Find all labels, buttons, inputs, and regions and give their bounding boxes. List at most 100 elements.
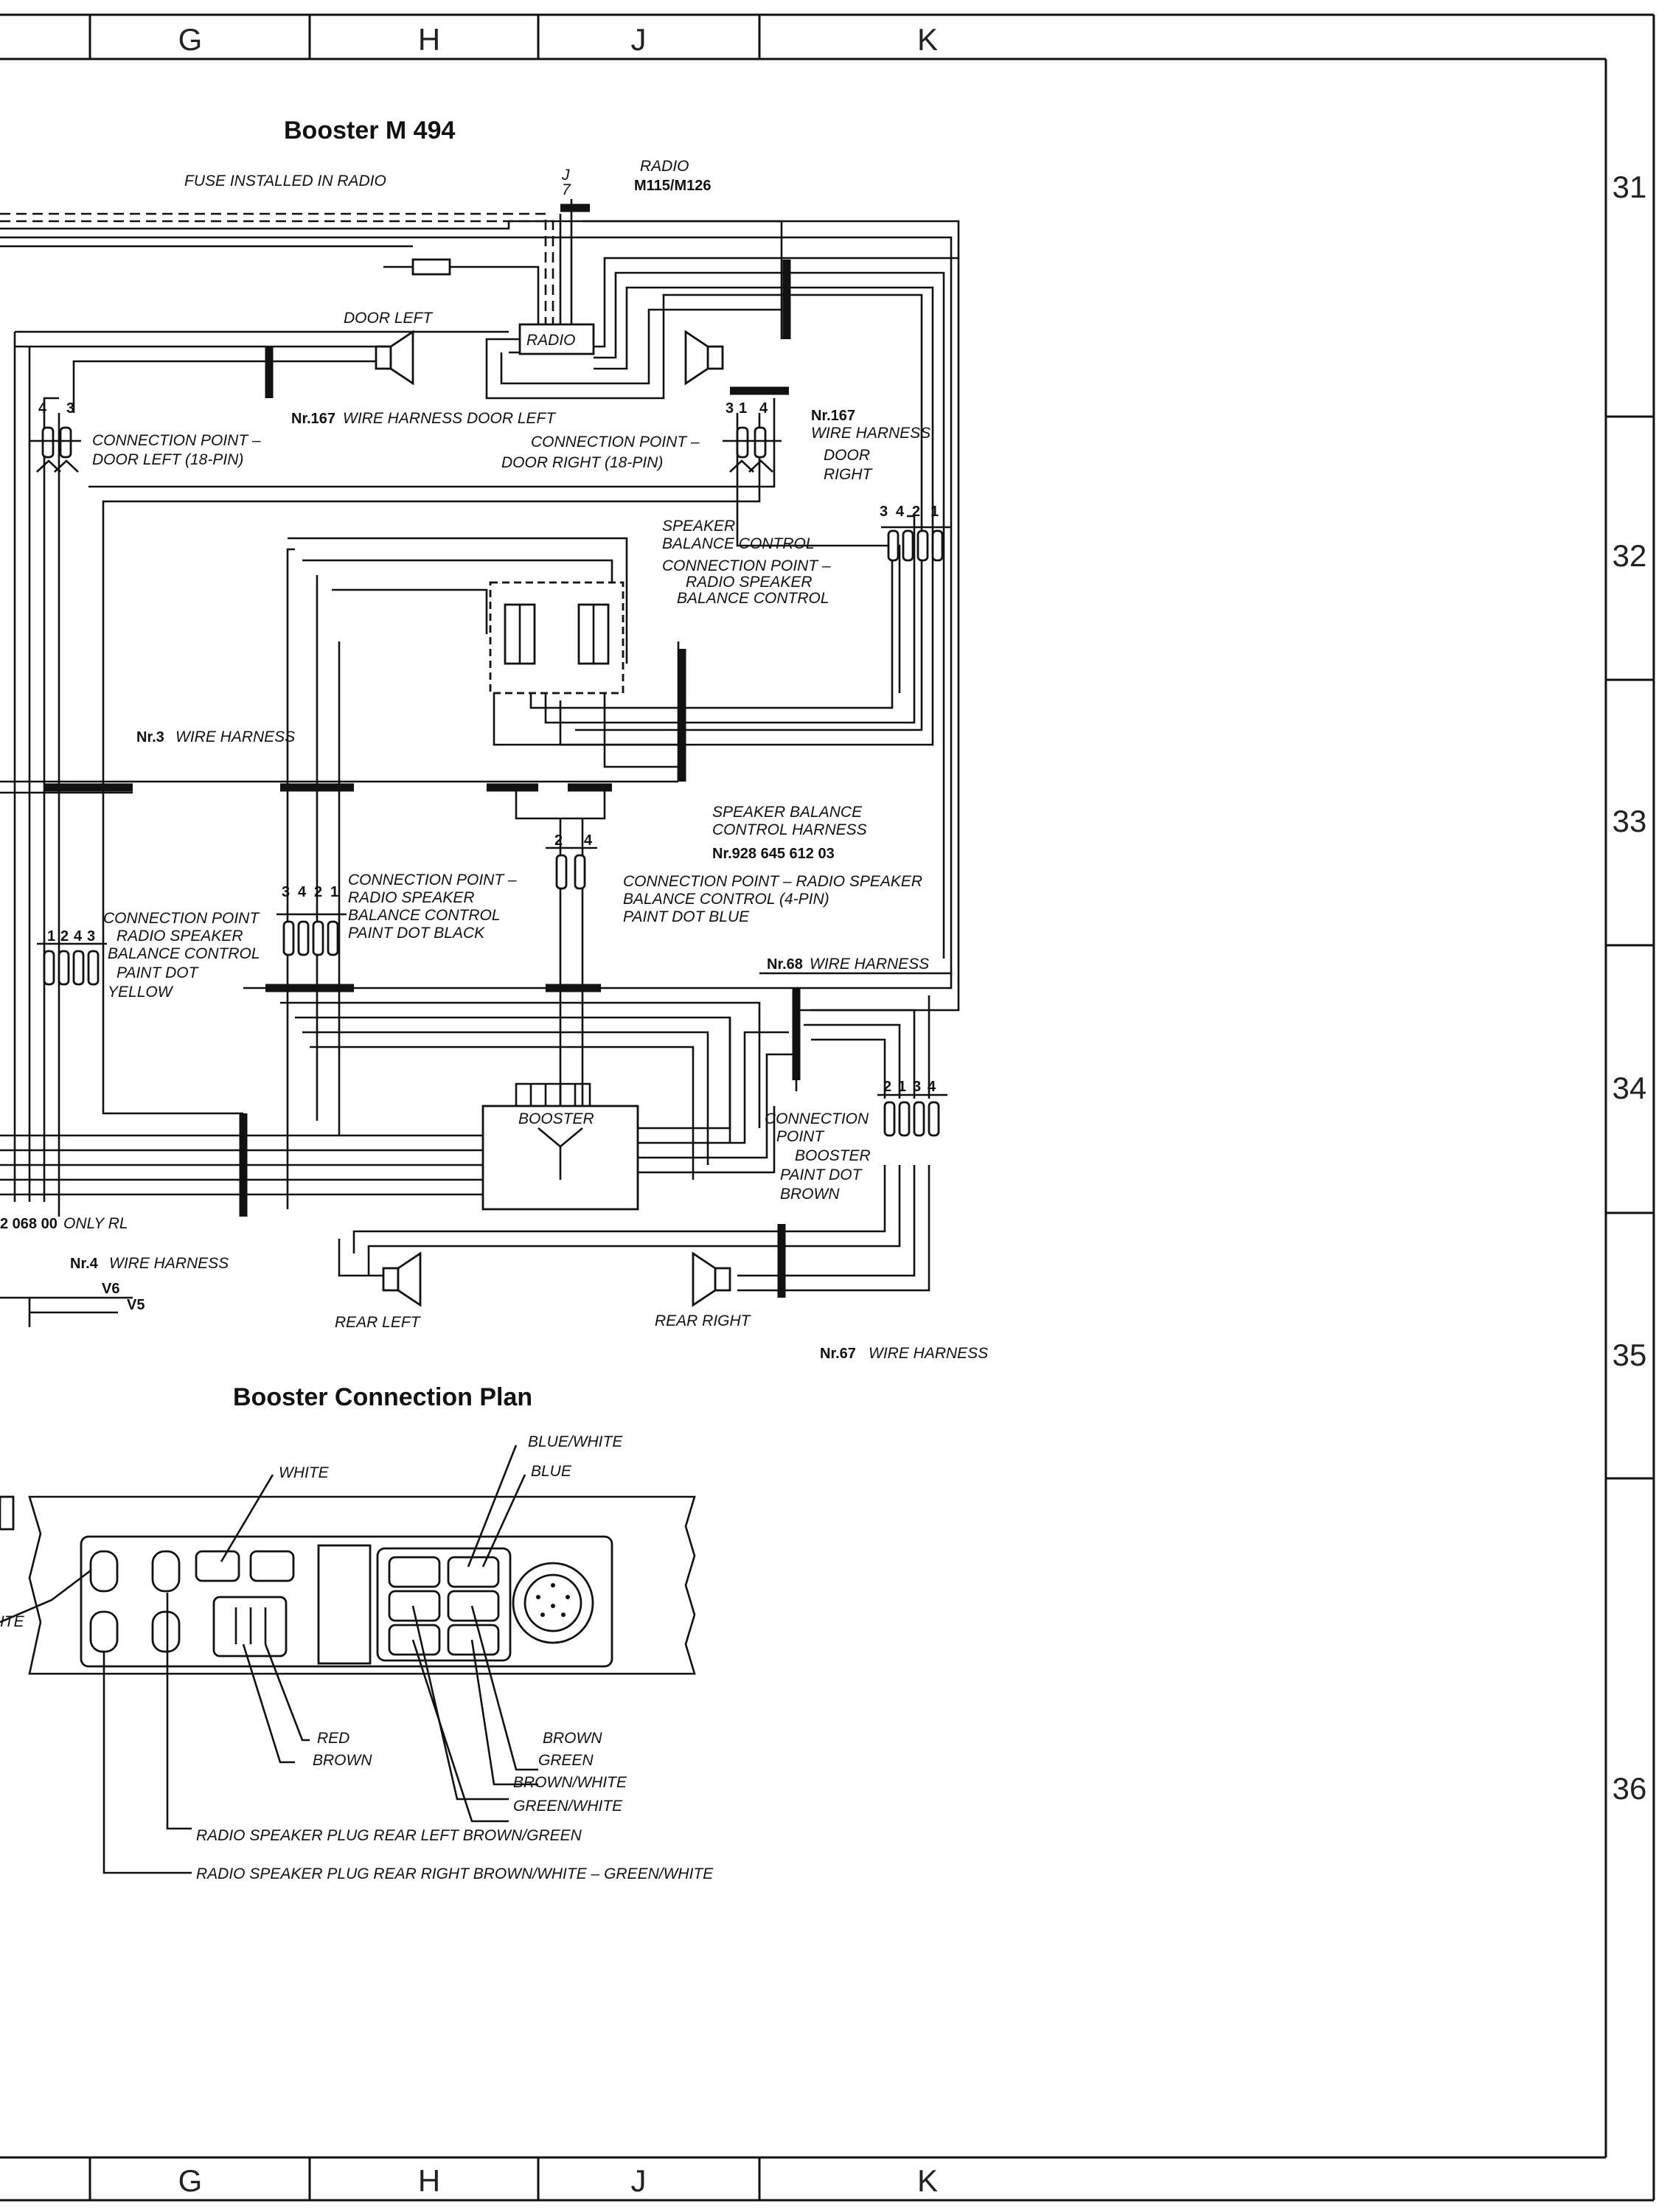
grid-col-g-bottom: G <box>178 2163 203 2198</box>
connector-yellow <box>37 942 107 986</box>
sbch-1: SPEAKER BALANCE <box>712 804 863 821</box>
pins-314-b: 1 <box>739 400 747 417</box>
balance-control-unit <box>489 581 624 695</box>
cp-door-left-2: DOOR LEFT (18-PIN) <box>92 451 243 468</box>
speaker-balance-1: SPEAKER <box>662 518 735 535</box>
wh68-label: WIRE HARNESS <box>810 956 929 973</box>
radio-box <box>518 323 595 355</box>
pins-24-a: 2 <box>554 832 563 849</box>
speaker-door-left <box>375 330 414 386</box>
cp-door-right-1: CONNECTION POINT – <box>531 434 700 451</box>
connector-balance-control <box>881 526 951 562</box>
wh3-label: WIRE HARNESS <box>175 728 295 745</box>
cp-rsbc-1: CONNECTION POINT – <box>662 557 831 574</box>
pins-3421-b: 4 <box>896 504 905 520</box>
wh167-left-label: WIRE HARNESS DOOR LEFT <box>343 410 557 427</box>
wh67-nr: Nr.67 <box>820 1346 856 1362</box>
pins-3421-d: 1 <box>930 504 939 520</box>
radio-box-label: RADIO <box>526 332 576 349</box>
plan-green: GREEN <box>538 1752 594 1769</box>
fuse-body <box>411 258 451 276</box>
cp-yellow-3: BALANCE CONTROL <box>108 945 260 962</box>
wh67-label: WIRE HARNESS <box>869 1345 988 1362</box>
connection-plan: Booster Connection Plan <box>0 1383 714 1882</box>
grid-col-j-bottom: J <box>631 2163 647 2198</box>
pins-314-c: 4 <box>759 400 768 417</box>
grid-row-32: 32 <box>1612 538 1647 573</box>
pins-43-a: 4 <box>38 400 47 417</box>
plan-blue-white: BLUE/WHITE <box>528 1433 623 1450</box>
cp-booster-3: BOOSTER <box>795 1147 871 1164</box>
plan-white: WHITE <box>279 1464 330 1481</box>
grid-row-34: 34 <box>1612 1071 1647 1105</box>
pins-43-b: 3 <box>66 400 74 417</box>
cp-blue-1: CONNECTION POINT – RADIO SPEAKER <box>623 873 922 890</box>
cp-yellow-2: RADIO SPEAKER <box>116 928 243 945</box>
wh167-right-1: WIRE HARNESS <box>811 425 930 442</box>
pins-2134-b: 1 <box>898 1079 906 1095</box>
grid-column-labels-bottom: G H J K <box>178 2163 938 2198</box>
grid-row-35: 35 <box>1612 1338 1647 1372</box>
pins-1243-a: 1 <box>47 928 55 945</box>
plan-blue: BLUE <box>531 1463 572 1480</box>
rear-right-label: REAR RIGHT <box>655 1312 752 1329</box>
cp-door-right-2: DOOR RIGHT (18-PIN) <box>501 454 663 471</box>
plan-ite-fragment: ITE <box>0 1613 25 1630</box>
sbch-2: CONTROL HARNESS <box>712 821 867 838</box>
wh4-nr: Nr.4 <box>70 1256 99 1272</box>
grid-col-g: G <box>178 22 203 57</box>
fuse-pin-bottom: 7 <box>562 181 571 198</box>
grid-col-k: K <box>917 22 938 57</box>
cp-booster-1: CONNECTION <box>765 1110 869 1127</box>
cp-blue-3: PAINT DOT BLUE <box>623 908 750 925</box>
radio-ref-line1: RADIO <box>640 158 689 175</box>
connection-plan-title: Booster Connection Plan <box>233 1383 532 1411</box>
wh3-nr: Nr.3 <box>136 729 164 745</box>
plan-plug-rear-right: RADIO SPEAKER PLUG REAR RIGHT BROWN/WHIT… <box>196 1865 714 1882</box>
wh4-label: WIRE HARNESS <box>109 1255 229 1272</box>
wh167-right-nr: Nr.167 <box>811 408 855 424</box>
wh167-right-3: RIGHT <box>824 466 874 483</box>
connector-door-right <box>723 426 782 473</box>
plan-brown: BROWN <box>543 1730 602 1747</box>
rear-left-label: REAR LEFT <box>335 1314 422 1331</box>
only-rl-num: 2 068 00 <box>0 1216 58 1232</box>
sbch-3: Nr.928 645 612 03 <box>712 846 835 862</box>
pins-3421b-c: 2 <box>314 884 322 900</box>
speaker-door-right <box>684 330 724 386</box>
wh167-right-2: DOOR <box>824 447 870 464</box>
wh68-nr: Nr.68 <box>767 956 803 973</box>
door-left-label: DOOR LEFT <box>344 310 434 327</box>
v6-label: V6 <box>102 1281 119 1297</box>
speaker-balance-2: BALANCE CONTROL <box>662 535 815 552</box>
cp-yellow-4: PAINT DOT <box>116 964 200 981</box>
booster-symbol <box>537 1127 583 1180</box>
pins-314-a: 3 <box>726 400 734 417</box>
cp-booster-5: BROWN <box>780 1186 840 1203</box>
plan-brown-left: BROWN <box>313 1752 372 1769</box>
pins-3421-c: 2 <box>912 504 920 520</box>
grid-row-33: 33 <box>1612 804 1647 838</box>
cp-booster-4: PAINT DOT <box>780 1166 863 1183</box>
grid-col-k-bottom: K <box>917 2163 938 2198</box>
cp-black-2: RADIO SPEAKER <box>348 889 475 906</box>
fuse-pin-top: J <box>561 167 570 184</box>
pins-1243-b: 2 <box>60 928 69 945</box>
grid-column-labels-top: G H J K <box>178 22 938 57</box>
only-rl: ONLY RL <box>63 1215 128 1232</box>
pins-2134-c: 3 <box>913 1079 921 1095</box>
pins-2134-d: 4 <box>928 1079 936 1095</box>
cp-yellow-5: YELLOW <box>108 984 174 1001</box>
cp-black-1: CONNECTION POINT – <box>348 872 517 888</box>
plan-plug-rear-left: RADIO SPEAKER PLUG REAR LEFT BROWN/GREEN <box>196 1827 582 1844</box>
cp-black-3: BALANCE CONTROL <box>348 907 501 924</box>
cp-black-4: PAINT DOT BLACK <box>348 925 485 942</box>
radio-ref-line2: M115/M126 <box>634 178 712 194</box>
speaker-rear-right <box>692 1251 731 1307</box>
plan-green-white: GREEN/WHITE <box>513 1798 623 1815</box>
grid-col-h-bottom: H <box>418 2163 440 2198</box>
v5-label: V5 <box>127 1297 145 1313</box>
grid-row-36: 36 <box>1612 1771 1647 1806</box>
pins-3421-a: 3 <box>880 504 888 520</box>
